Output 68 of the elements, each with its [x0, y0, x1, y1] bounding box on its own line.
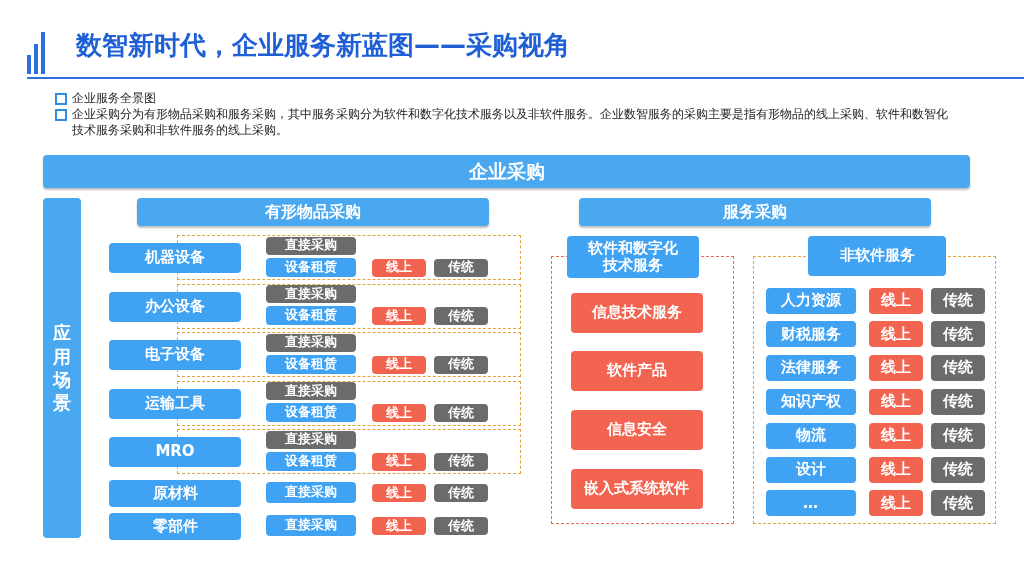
tag-box: 线上 — [868, 490, 923, 517]
header-bar: 有形物品采购 — [137, 198, 489, 226]
category-box: 知识产权 — [765, 388, 856, 415]
tag-box: 传统 — [434, 484, 488, 502]
tag-box: 线上 — [371, 258, 426, 277]
category-box: 电子设备 — [109, 340, 241, 370]
category-box: 设计 — [765, 456, 856, 483]
category-box: … — [765, 490, 856, 517]
tag-box: 传统 — [930, 388, 985, 415]
tag-box: 传统 — [930, 321, 985, 348]
category-box: 非软件服务 — [808, 236, 946, 276]
category-box: 直接采购 — [266, 482, 356, 503]
bullet-text: 企业采购分为有形物品采购和服务采购，其中服务采购分为软件和数字化技术服务以及非软件服务。企业数智服务的采购主要是指有形物品的线上采购、软件和数智化技术服务采购和非软件服务的线上采购。 — [72, 106, 949, 138]
tag-box: 线上 — [868, 388, 923, 415]
tag-box: 线上 — [868, 355, 923, 382]
service-box: 嵌入式系统软件 — [570, 468, 703, 509]
tag-box: 直接采购 — [265, 285, 356, 303]
tag-box: 传统 — [930, 490, 985, 517]
header-bar: 服务采购 — [579, 198, 931, 226]
banner-bar: 企业采购 — [43, 155, 970, 188]
tag-box: 线上 — [371, 355, 426, 374]
category-box: 原材料 — [109, 480, 241, 507]
tag-box: 传统 — [930, 422, 985, 449]
tag-box: 线上 — [868, 456, 923, 483]
tag-box: 线上 — [372, 517, 426, 535]
dashed-group-frame — [551, 256, 734, 524]
category-box: 运输工具 — [109, 388, 241, 419]
side-bar: 应用场景 — [43, 198, 81, 538]
bullet-text: 企业服务全景图 — [72, 90, 157, 106]
tag-box: 线上 — [868, 287, 923, 314]
category-box: 法律服务 — [765, 355, 856, 382]
service-box: 软件产品 — [570, 350, 703, 391]
category-box: 机器设备 — [109, 243, 241, 273]
category-box: 设备租赁 — [265, 403, 356, 422]
category-box: 设备租赁 — [265, 306, 356, 325]
tag-box: 线上 — [868, 321, 923, 348]
tag-box: 线上 — [371, 404, 426, 422]
title: 数智新时代，企业服务新蓝图——采购视角 — [76, 29, 570, 62]
category-box: 人力资源 — [765, 287, 856, 314]
tag-box: 传统 — [930, 287, 985, 314]
category-box: 软件和数字化技术服务 — [567, 236, 699, 278]
tag-box: 线上 — [372, 484, 426, 502]
service-box: 信息技术服务 — [570, 292, 703, 333]
category-box: 物流 — [765, 422, 856, 449]
tag-box: 线上 — [371, 307, 426, 325]
tag-box: 线上 — [371, 452, 426, 471]
category-box: 财税服务 — [765, 321, 856, 348]
tag-box: 传统 — [433, 307, 488, 325]
tag-box: 传统 — [433, 404, 488, 422]
tag-box: 传统 — [433, 452, 488, 471]
category-box: 直接采购 — [266, 515, 356, 536]
tag-box: 传统 — [930, 456, 985, 483]
tag-box: 传统 — [930, 355, 985, 382]
category-box: 零部件 — [109, 513, 241, 540]
category-box: 办公设备 — [109, 291, 241, 322]
category-box: 设备租赁 — [265, 451, 356, 471]
tag-box: 传统 — [433, 355, 488, 374]
tag-box: 线上 — [868, 422, 923, 449]
tag-box: 直接采购 — [265, 382, 356, 400]
category-box: 设备租赁 — [265, 354, 356, 374]
category-box: MRO — [109, 437, 241, 467]
tag-box: 直接采购 — [265, 236, 356, 255]
tag-box: 直接采购 — [265, 333, 356, 352]
tag-box: 传统 — [434, 517, 488, 535]
tag-box: 直接采购 — [265, 430, 356, 449]
tag-box: 传统 — [433, 258, 488, 277]
service-box: 信息安全 — [570, 409, 703, 450]
category-box: 设备租赁 — [265, 257, 356, 277]
